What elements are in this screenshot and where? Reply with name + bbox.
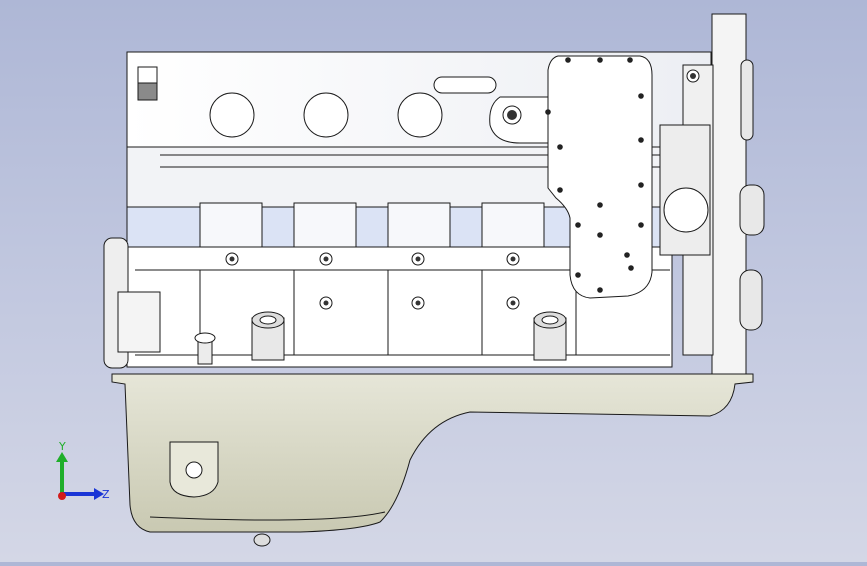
axis-z-label: Z (102, 488, 110, 501)
rear-flange (103, 237, 161, 369)
cover-plate (545, 55, 653, 299)
axis-y-label: Y (58, 440, 66, 453)
oil-pan (111, 373, 754, 547)
orientation-triad: Y Z (56, 440, 110, 501)
